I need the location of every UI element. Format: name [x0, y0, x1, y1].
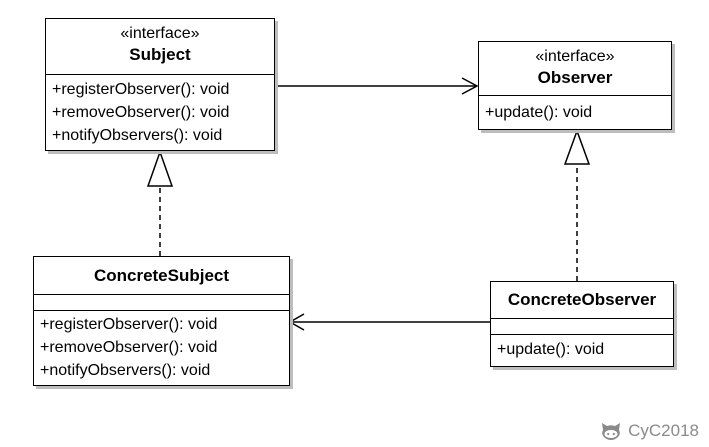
method-item: +update(): void [485, 104, 593, 121]
concrete-observer-header: ConcreteObserver [491, 282, 673, 318]
concrete-subject-attributes [34, 294, 289, 310]
observer-class-box: «interface» Observer +update(): void [478, 41, 672, 130]
concrete-observer-methods: +update(): void [491, 334, 673, 361]
subject-header: «interface» Subject [46, 19, 274, 74]
concrete-subject-name: ConcreteSubject [93, 266, 230, 285]
observer-name: Observer [537, 68, 613, 87]
watermark-text: CyC2018 [628, 421, 699, 440]
watermark: CyC2018 [600, 421, 699, 441]
realization-arrowhead-observer [563, 128, 591, 165]
realization-arrowhead-subject [146, 149, 174, 187]
method-item: +registerObserver(): void [40, 316, 218, 333]
method-item: +registerObserver(): void [52, 81, 230, 98]
concrete-observer-name: ConcreteObserver [507, 290, 657, 309]
subject-name: Subject [129, 45, 191, 64]
observer-header: «interface» Observer [479, 42, 671, 95]
github-octocat-icon [602, 423, 621, 440]
subject-class-box: «interface» Subject +registerObserver():… [45, 18, 275, 151]
subject-stereotype: «interface» [120, 25, 200, 42]
concrete-subject-methods: +registerObserver(): void +removeObserve… [34, 310, 289, 382]
method-item: +update(): void [497, 341, 605, 358]
subject-methods: +registerObserver(): void +removeObserve… [46, 74, 274, 147]
method-item: +removeObserver(): void [40, 339, 218, 356]
observer-stereotype: «interface» [535, 48, 615, 65]
method-item: +notifyObservers(): void [40, 362, 211, 379]
concrete-subject-header: ConcreteSubject [34, 257, 289, 294]
method-item: +notifyObservers(): void [52, 127, 223, 144]
association-arrowhead-left [288, 313, 305, 331]
concrete-subject-class-box: ConcreteSubject +registerObserver(): voi… [33, 256, 290, 386]
concrete-observer-attributes [491, 318, 673, 334]
method-item: +removeObserver(): void [52, 104, 230, 121]
concrete-observer-class-box: ConcreteObserver +update(): void [490, 281, 674, 367]
association-arrowhead [461, 77, 479, 95]
observer-methods: +update(): void [479, 95, 671, 124]
